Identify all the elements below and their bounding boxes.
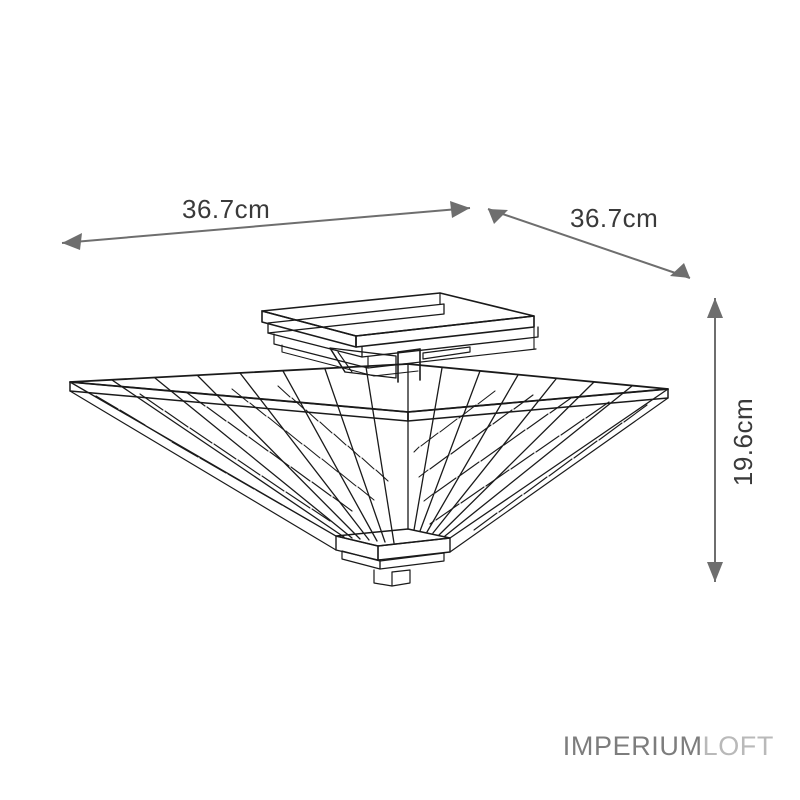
- width-dimension-label: 36.7cm: [182, 194, 270, 224]
- dimension-height-right: [707, 298, 723, 582]
- brand-name-part2: LOFT: [702, 731, 774, 761]
- height-dimension-label: 19.6cm: [728, 398, 758, 486]
- brand-logo: IMPERIUMLOFT: [563, 731, 774, 762]
- dimension-width-top-left: [61, 201, 471, 250]
- ceiling-light-fixture: [69, 292, 669, 587]
- depth-dimension-label: 36.7cm: [570, 203, 658, 233]
- shade-right-face-ribs: [407, 363, 669, 539]
- shade-left-face-crossbars: [95, 385, 389, 522]
- brand-name-part1: IMPERIUM: [562, 731, 703, 761]
- shade-inner-edge: [69, 390, 669, 553]
- shade-left-face-ribs: [69, 366, 395, 544]
- shade-right-face-crossbars: [413, 390, 648, 531]
- dimension-depth-top-right: [487, 208, 691, 279]
